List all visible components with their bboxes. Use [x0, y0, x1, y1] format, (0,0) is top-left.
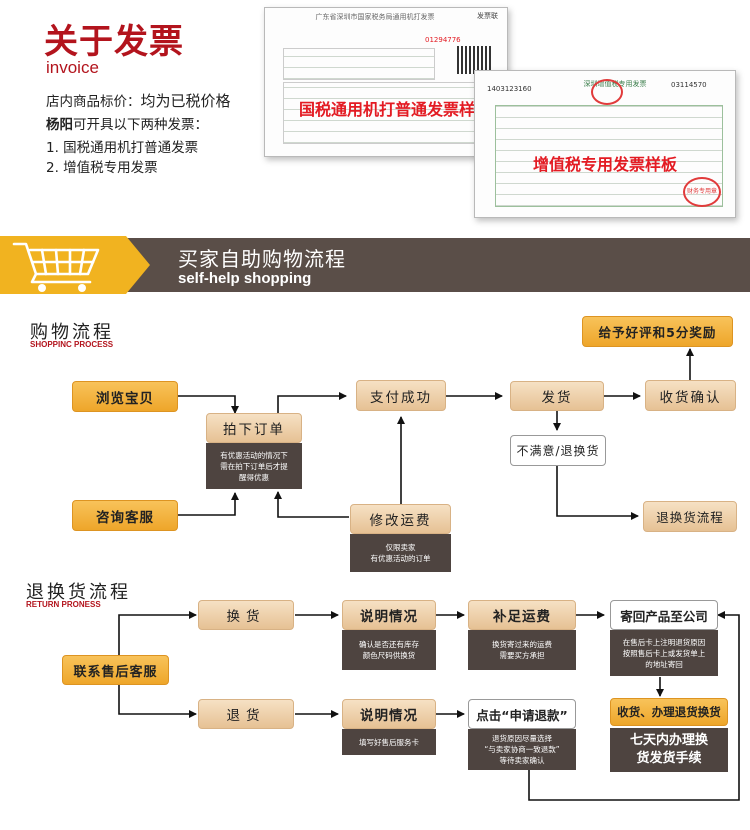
- confirm-receipt-box: 收货确认: [645, 380, 736, 411]
- pay-shipping-note-line: 换货寄过来的运费: [492, 640, 552, 649]
- unhappy-return-box: 不满意/退换货: [510, 435, 606, 466]
- invoice-type-1: 1. 国税通用机打普通发票: [46, 140, 199, 156]
- browse-items-box: 浏览宝贝: [72, 381, 178, 412]
- send-back-note: 在售后卡上注明退货原因 按照售后卡上或发货单上 的地址寄回: [610, 630, 718, 676]
- place-order-note-line: 有优惠活动的情况下: [220, 450, 288, 460]
- apply-refund-note-line: “与卖家协商一致退款”: [484, 745, 560, 754]
- modify-shipping-note-line: 有优惠活动的订单: [370, 554, 431, 563]
- shop-name: 杨阳: [46, 117, 73, 133]
- returns-section-subtitle: RETURN PRONESS: [26, 600, 101, 609]
- pay-shipping-note: 换货寄过来的运费 需要买方承担: [468, 630, 576, 670]
- shopping-section-subtitle: SHOPPINC PROCESS: [30, 340, 114, 349]
- banner-icon-block: [0, 236, 150, 294]
- invoice-sample-code: 01294776: [425, 36, 461, 44]
- return-process-box: 退换货流程: [643, 501, 737, 532]
- invoice-seal-icon: [591, 79, 623, 105]
- seven-days-note-line: 七天内办理换: [629, 733, 708, 748]
- invoice-subtitle: invoice: [46, 58, 99, 77]
- qr-code-icon: [457, 46, 491, 74]
- send-back-note-line: 按照售后卡上或发货单上: [622, 648, 706, 658]
- receive-process-box: 收货、办理退货换货: [610, 698, 728, 726]
- consult-service-box: 咨询客服: [72, 500, 178, 531]
- explain-refund-note: 填写好售后服务卡: [342, 729, 436, 755]
- seven-days-note-line: 货发货手续: [636, 751, 702, 766]
- ship-goods-box: 发货: [510, 381, 604, 411]
- modify-shipping-note: 仅限卖家 有优惠活动的订单: [350, 534, 451, 572]
- vat-sample-code: 03114570: [671, 81, 707, 89]
- explain-refund-box: 说明情况: [342, 699, 436, 729]
- explain-exchange-note-line: 确认是否还有库存: [359, 640, 419, 649]
- invoice-sample-table: [283, 82, 495, 144]
- banner-subtitle: self-help shopping: [178, 270, 312, 287]
- returns-section-title: 退换货流程: [26, 582, 131, 603]
- place-order-note-line: 需在拍下订单后才提: [220, 461, 288, 471]
- vat-sample-stamp: 增值税专用发票样板: [532, 155, 677, 174]
- explain-refund-note-line: 填写好售后服务卡: [359, 737, 419, 747]
- explain-exchange-box: 说明情况: [342, 600, 436, 630]
- apply-refund-note-line: 等待卖家确认: [499, 756, 545, 765]
- refund-box: 退货: [198, 699, 294, 729]
- invoice-sample-stamp: 国税通用机打普通发票样板: [298, 100, 491, 119]
- pay-shipping-note-line: 需要买方承担: [499, 651, 545, 660]
- explain-exchange-note: 确认是否还有库存 颜色尺码供换货: [342, 630, 436, 670]
- shopping-cart-icon: [12, 242, 100, 292]
- price-value: 均为已税价格: [140, 92, 231, 110]
- finance-seal: 财务专用章: [683, 177, 721, 207]
- invoice-type-2: 2. 增值税专用发票: [46, 160, 158, 176]
- invoice-sample-fields: [283, 48, 435, 80]
- seven-days-note: 七天内办理换 货发货手续: [610, 728, 728, 772]
- explain-exchange-note-line: 颜色尺码供换货: [362, 651, 416, 660]
- place-order-box: 拍下订单: [206, 413, 302, 443]
- exchange-box: 换货: [198, 600, 294, 630]
- payment-success-box: 支付成功: [356, 380, 446, 411]
- invoice-sample-general: 广东省深圳市国家税务局通用机打发票 发票联 01294776 国税通用机打普通发…: [264, 7, 508, 157]
- shop-note: 杨阳可开具以下两种发票：: [46, 113, 208, 133]
- send-back-note-line: 在售后卡上注明退货原因: [622, 637, 706, 647]
- modify-shipping-note-line: 仅限卖家: [385, 543, 416, 552]
- pay-shipping-box: 补足运费: [468, 600, 576, 630]
- price-note: 店内商品标价：均为已税价格: [46, 90, 231, 111]
- invoice-sample-tag: 发票联: [477, 12, 498, 20]
- send-back-box: 寄回产品至公司: [610, 600, 718, 630]
- contact-after-sales-box: 联系售后客服: [62, 655, 169, 685]
- banner-title: 买家自助购物流程: [178, 247, 346, 271]
- send-back-note-line: 的地址寄回: [645, 659, 683, 669]
- apply-refund-box: 点击“申请退款”: [468, 699, 576, 729]
- modify-shipping-box: 修改运费: [350, 504, 451, 534]
- good-review-box: 给予好评和5分奖励: [582, 316, 733, 347]
- price-prefix: 店内商品标价：: [46, 94, 141, 110]
- shop-suffix: 可开具以下两种发票：: [73, 117, 208, 133]
- invoice-sample-vat: 深圳增值税专用发票 03114570 1403123160 增值税专用发票样板 …: [474, 70, 736, 218]
- apply-refund-note: 退货原因尽量选择 “与卖家协商一致退款” 等待卖家确认: [468, 729, 576, 770]
- shopping-section-title: 购物流程: [30, 322, 114, 343]
- apply-refund-note-line: 退货原因尽量选择: [492, 734, 552, 743]
- place-order-note-line: 醒得优惠: [239, 472, 269, 482]
- place-order-note: 有优惠活动的情况下 需在拍下订单后才提 醒得优惠: [206, 443, 302, 489]
- invoice-title: 关于发票: [44, 22, 184, 62]
- vat-sample-left-code: 1403123160: [487, 85, 532, 93]
- invoice-sample-header: 广东省深圳市国家税务局通用机打发票: [315, 13, 435, 21]
